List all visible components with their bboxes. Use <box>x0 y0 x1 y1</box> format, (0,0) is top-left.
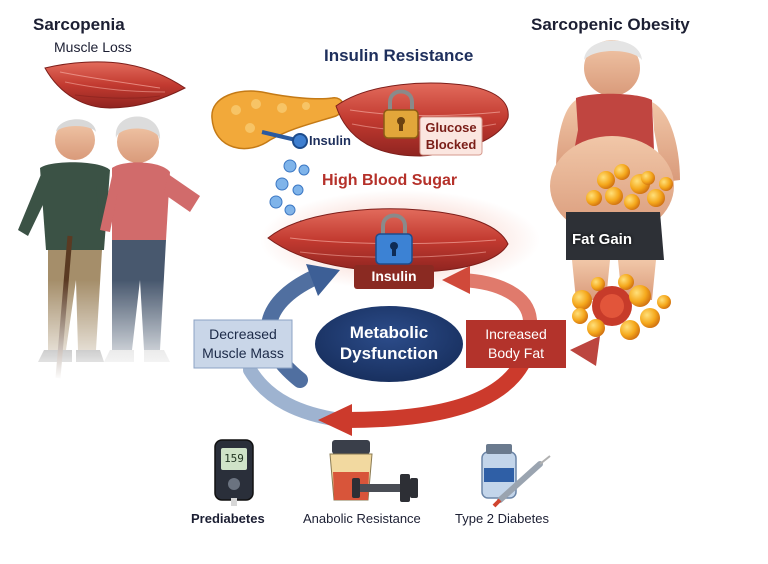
red-arrowhead-top-icon <box>442 266 470 294</box>
insulin-key-icon <box>261 130 308 149</box>
muscle-illustration-icon <box>44 61 186 109</box>
lock-icon <box>383 89 419 139</box>
insulin-vial-syringe-icon <box>481 444 551 508</box>
increased-label: Increased <box>485 326 547 342</box>
protein-shaker-dumbbell-icon <box>329 440 418 502</box>
insulin-label: Insulin <box>309 133 351 148</box>
glucose-meter-icon <box>214 439 254 506</box>
blue-arrowhead-top-icon <box>306 264 340 296</box>
muscle-insulin-label: Insulin <box>371 268 417 284</box>
insulin-resistance-title: Insulin Resistance <box>324 46 474 65</box>
metabolic-dysfunction-label: Metabolic Dysfunction <box>313 322 465 364</box>
body-fat-label: Body Fat <box>487 345 545 361</box>
increased-fat-box <box>466 320 566 368</box>
decreased-muscle-box <box>193 319 293 369</box>
muscle-insulin-tag <box>354 265 434 289</box>
increased-body-fat-label: Increased Body Fat <box>466 325 566 363</box>
decreased-label: Decreased <box>209 326 277 342</box>
outcome-anabolic-resistance-label: Anabolic Resistance <box>303 511 421 526</box>
muscle-mass-label: Muscle Mass <box>202 345 284 361</box>
outcome-prediabetes-label: Prediabetes <box>191 511 265 526</box>
sarcopenia-subtitle: Muscle Loss <box>54 39 132 55</box>
glucose-blocked-box <box>419 116 483 156</box>
dysfunction-label: Dysfunction <box>339 344 439 363</box>
metabolic-dysfunction-oval <box>311 302 467 386</box>
fat-cells-belly-icon <box>586 164 673 210</box>
elderly-couple-illustration <box>0 116 200 380</box>
blue-lock-icon <box>375 213 413 265</box>
fat-cluster-icon <box>572 274 671 340</box>
glucose-blocked-label: Glucose Blocked <box>420 119 482 153</box>
glucose-label: Glucose <box>425 120 477 135</box>
pancreas-illustration-icon <box>211 90 344 150</box>
fat-gain-label: Fat Gain <box>571 231 632 248</box>
meter-reading: 159 <box>224 452 244 465</box>
red-arrowhead-bottom-icon <box>318 404 352 436</box>
high-blood-sugar-label: High Blood Sugar <box>322 172 458 189</box>
sarcopenic-obesity-title: Sarcopenic Obesity <box>531 15 690 34</box>
metabolic-label: Metabolic <box>349 323 429 342</box>
blocked-label: Blocked <box>425 137 477 152</box>
decreased-muscle-mass-label: Decreased Muscle Mass <box>194 325 292 363</box>
outcome-type2-diabetes-label: Type 2 Diabetes <box>455 511 549 526</box>
sarcopenia-title: Sarcopenia <box>33 15 125 34</box>
